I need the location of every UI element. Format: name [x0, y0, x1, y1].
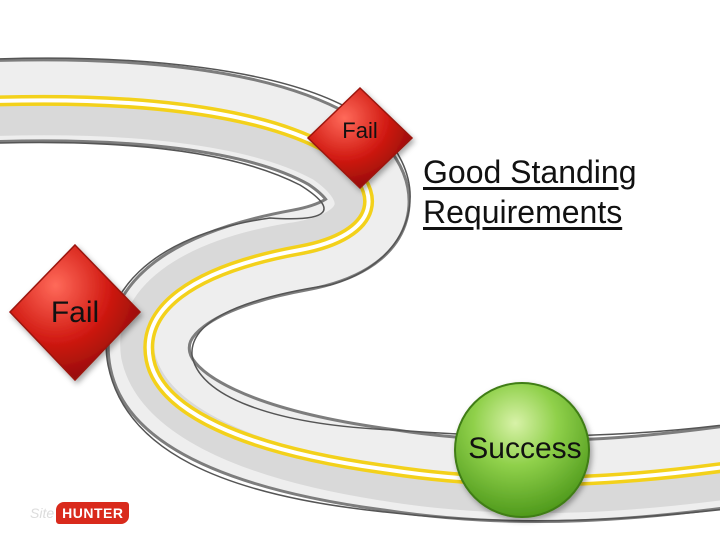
logo-prefix: Site — [30, 505, 55, 521]
site-logo: Site HUNTER — [30, 500, 130, 526]
fail-diamond-top — [306, 86, 414, 190]
fail-diamond-left — [8, 243, 142, 382]
heading-line2: Requirements — [423, 194, 623, 230]
success-circle — [454, 382, 590, 518]
heading-line1: Good Standing — [423, 154, 637, 190]
heading: Good Standing Requirements — [423, 152, 637, 232]
success-label: Success — [468, 432, 582, 465]
logo-name: HUNTER — [56, 502, 130, 524]
fail-left-label: Fail — [50, 296, 100, 329]
fail-top-label: Fail — [342, 118, 378, 143]
